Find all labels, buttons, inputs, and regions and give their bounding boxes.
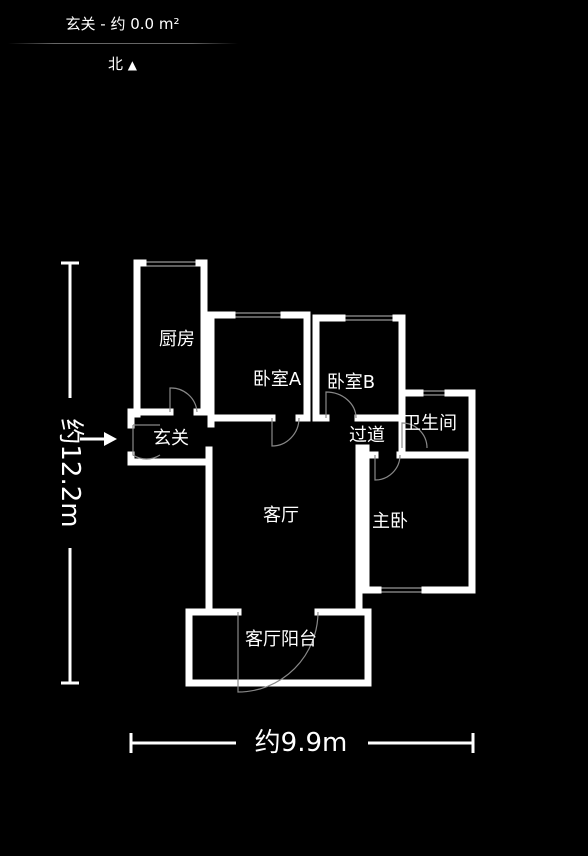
- room-label-corridor: 过道: [349, 425, 385, 446]
- header-divider: [8, 43, 238, 44]
- width-dimension: [129, 733, 475, 753]
- windows: [142, 261, 448, 593]
- room-label-bathroom: 卫生间: [403, 413, 457, 434]
- room-label-master-bedroom: 主卧: [372, 511, 408, 532]
- height-dimension: [61, 261, 79, 685]
- header-title: 玄关 - 约 0.0 m²: [65, 15, 180, 33]
- entrance-arrow-icon: [80, 432, 117, 446]
- compass-label: 北: [107, 55, 123, 73]
- room-label-bedroom-b: 卧室B: [327, 372, 375, 393]
- compass-indicator: 北 ▲: [0, 53, 245, 74]
- width-dimension-label: 约9.9m: [255, 728, 348, 758]
- room-label-living-balcony: 客厅阳台: [245, 629, 317, 650]
- room-label-living-room: 客厅: [263, 505, 299, 526]
- doors: [132, 387, 428, 693]
- height-dimension-label: 约12.2m: [55, 418, 85, 527]
- north-arrow-icon: ▲: [127, 58, 138, 72]
- room-label-bedroom-a: 卧室A: [253, 369, 302, 390]
- walls: [127, 259, 476, 687]
- room-label-kitchen: 厨房: [159, 329, 195, 350]
- room-label-entrance: 玄关: [153, 428, 189, 449]
